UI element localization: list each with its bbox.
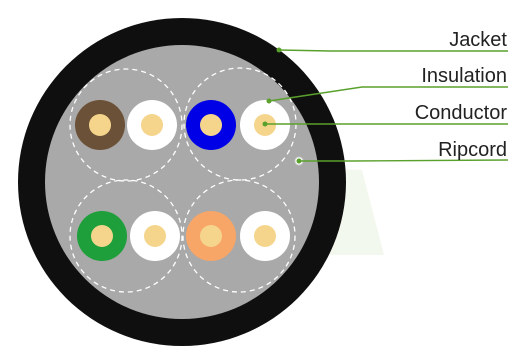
pair-1-outline <box>69 68 183 182</box>
pair-3 <box>77 211 180 261</box>
pair-2-solid-conductor <box>200 114 222 136</box>
jacket-leader-dot <box>276 47 282 53</box>
pair-3-white-conductor <box>144 225 166 247</box>
ripcord-label: Ripcord <box>438 139 507 161</box>
pair-1 <box>75 100 177 150</box>
pair-4 <box>186 211 290 261</box>
conductor-label: Conductor <box>415 102 508 124</box>
ripcord-leader-dot <box>296 158 302 164</box>
pair-4-outline <box>182 179 296 293</box>
jacket-label: Jacket <box>449 29 507 51</box>
pair-2 <box>186 100 290 150</box>
ripcord-leader-line <box>299 159 509 162</box>
conductor-leader-dot <box>262 121 268 127</box>
insulation-leader-line <box>268 86 508 102</box>
jacket-leader-line <box>278 49 508 52</box>
pair-4-white-conductor <box>254 225 276 247</box>
insulation-label: Insulation <box>421 65 507 87</box>
pair-1-solid-conductor <box>89 114 111 136</box>
pair-3-outline <box>69 179 183 293</box>
pair-3-solid-conductor <box>91 225 113 247</box>
callout-leaders <box>262 47 509 164</box>
pair-1-white-conductor <box>141 114 163 136</box>
insulation-leader-dot <box>266 98 272 104</box>
pair-4-solid-conductor <box>200 225 222 247</box>
